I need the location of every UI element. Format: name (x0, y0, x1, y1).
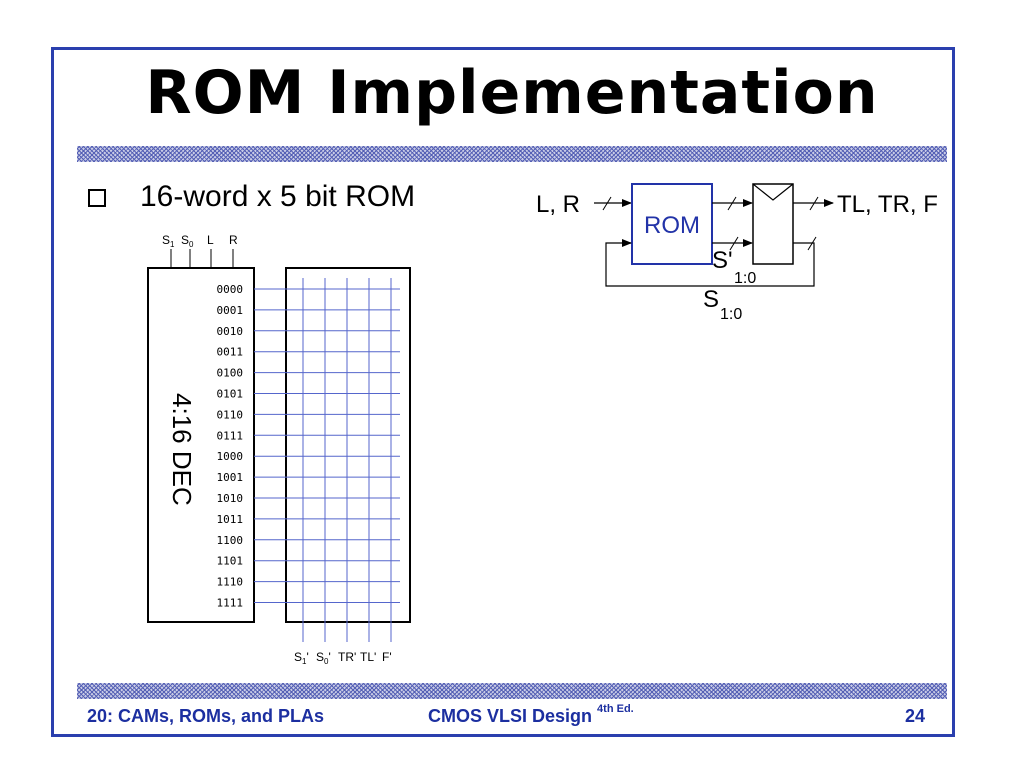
word-label: 0100 (217, 367, 244, 380)
bit-output-label: S0' (316, 650, 331, 666)
bullet-box-icon (88, 189, 106, 207)
decoder-inputs: S1 S0 L R (162, 233, 238, 268)
word-label: 0111 (217, 429, 244, 442)
word-label: 1010 (217, 492, 244, 505)
slide-frame (51, 47, 955, 737)
decoder-input-label: S1 (162, 233, 175, 249)
top-divider (77, 146, 947, 162)
word-label: 0010 (217, 325, 244, 338)
decoder-input-label: S0 (181, 233, 194, 249)
bit-output-label: TL' (360, 650, 376, 664)
state-label: S (703, 286, 719, 313)
word-lines: 0000 0001 0010 0011 0100 0101 0110 0111 1000 1001… (217, 283, 400, 610)
word-label: 1011 (217, 513, 244, 526)
word-label: 0001 (217, 304, 244, 317)
rom-block-label: ROM (644, 212, 700, 239)
slide-title: ROM Implementation (145, 58, 879, 128)
fsm-input-label: L, R (536, 191, 580, 218)
word-label: 0000 (217, 283, 244, 296)
bit-output-label: F' (382, 650, 392, 664)
bottom-divider (77, 683, 947, 699)
rom-array-box (285, 267, 411, 623)
state-sub: 1:0 (720, 306, 742, 323)
bullet-text: 16-word x 5 bit ROM (140, 180, 416, 213)
next-state-sub: 1:0 (734, 270, 756, 287)
bit-output-label: TR' (338, 650, 356, 664)
word-label: 1110 (217, 576, 244, 589)
decoder-input-label: L (207, 233, 214, 247)
decoder-box (147, 267, 255, 623)
word-label: 1001 (217, 471, 244, 484)
footer-chapter: 20: CAMs, ROMs, and PLAs (87, 706, 325, 726)
word-label: 1000 (217, 450, 244, 463)
bit-lines: S1' S0' TR' TL' F' (294, 278, 392, 666)
rom-block (631, 183, 713, 265)
state-register (752, 183, 794, 265)
word-label: 0011 (217, 346, 244, 359)
word-label: 1100 (217, 534, 244, 547)
decoder-label: 4:16 DEC (167, 393, 197, 506)
fsm-diagram: L, R ROM TL, TR, F S' 1:0 S 1:0 (536, 183, 938, 323)
word-label: 1101 (217, 555, 244, 568)
word-label: 0110 (217, 408, 244, 421)
decoder-input-label: R (229, 233, 238, 247)
footer-course: CMOS VLSI Design 4th Ed. (428, 703, 634, 726)
word-label: 1111 (217, 597, 244, 610)
footer-page-number: 24 (905, 706, 926, 726)
word-label: 0101 (217, 388, 244, 401)
fsm-output-label: TL, TR, F (837, 191, 938, 218)
next-state-label: S' (712, 247, 733, 274)
bit-output-label: S1' (294, 650, 309, 666)
